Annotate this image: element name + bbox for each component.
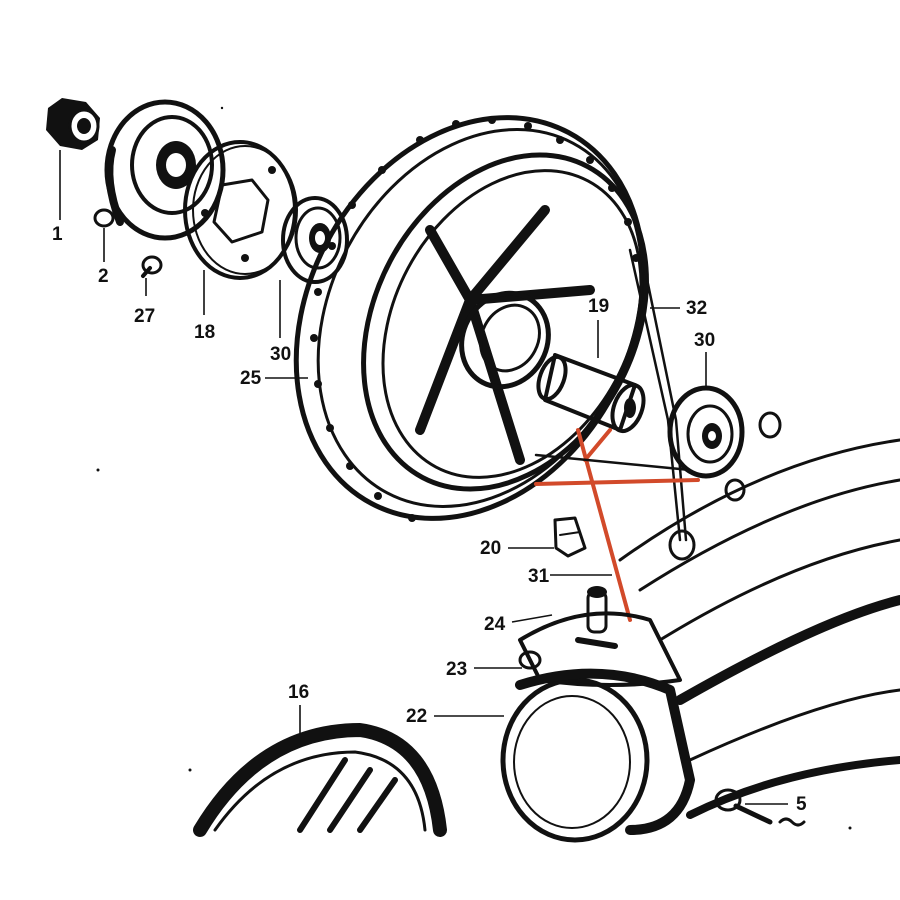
label-part-23: 23 [446, 659, 467, 680]
bearing-right-part [667, 385, 782, 502]
label-part-19: 19 [588, 296, 609, 317]
wheel-hub-part [293, 115, 649, 522]
label-part-2: 2 [98, 266, 109, 287]
hub-cover-part [93, 99, 226, 241]
label-part-18: 18 [194, 322, 215, 343]
axle-nut-part [46, 98, 100, 150]
label-part-27: 27 [134, 306, 155, 327]
tire-segment-part [193, 723, 447, 837]
spoke-highlight-part [534, 428, 700, 622]
leader-lines [59, 150, 788, 805]
part-labels: 1 2 27 18 30 25 19 32 30 20 31 24 23 22 … [52, 224, 807, 815]
label-part-30-left: 30 [270, 344, 291, 365]
tire-part [618, 438, 900, 819]
label-part-32: 32 [686, 298, 707, 319]
label-part-22: 22 [406, 706, 427, 727]
print-specks [96, 106, 852, 830]
label-part-16: 16 [288, 682, 309, 703]
label-part-25: 25 [240, 368, 262, 389]
brake-plate-part [183, 140, 298, 280]
spoke-outer-part [628, 243, 696, 561]
screw-part [141, 255, 163, 278]
label-part-31: 31 [528, 566, 550, 587]
brake-drum-part [500, 668, 695, 843]
label-part-5: 5 [796, 794, 807, 815]
bearing-left-part [281, 196, 349, 284]
valve-clamp-part [518, 586, 682, 687]
spoke-nipple-part [553, 516, 587, 558]
label-part-1: 1 [52, 224, 63, 245]
axle-spacer-part [536, 353, 646, 434]
bolt-part [714, 788, 806, 827]
label-part-24: 24 [484, 614, 506, 635]
label-part-30-right: 30 [694, 330, 715, 351]
label-part-20: 20 [480, 538, 501, 559]
